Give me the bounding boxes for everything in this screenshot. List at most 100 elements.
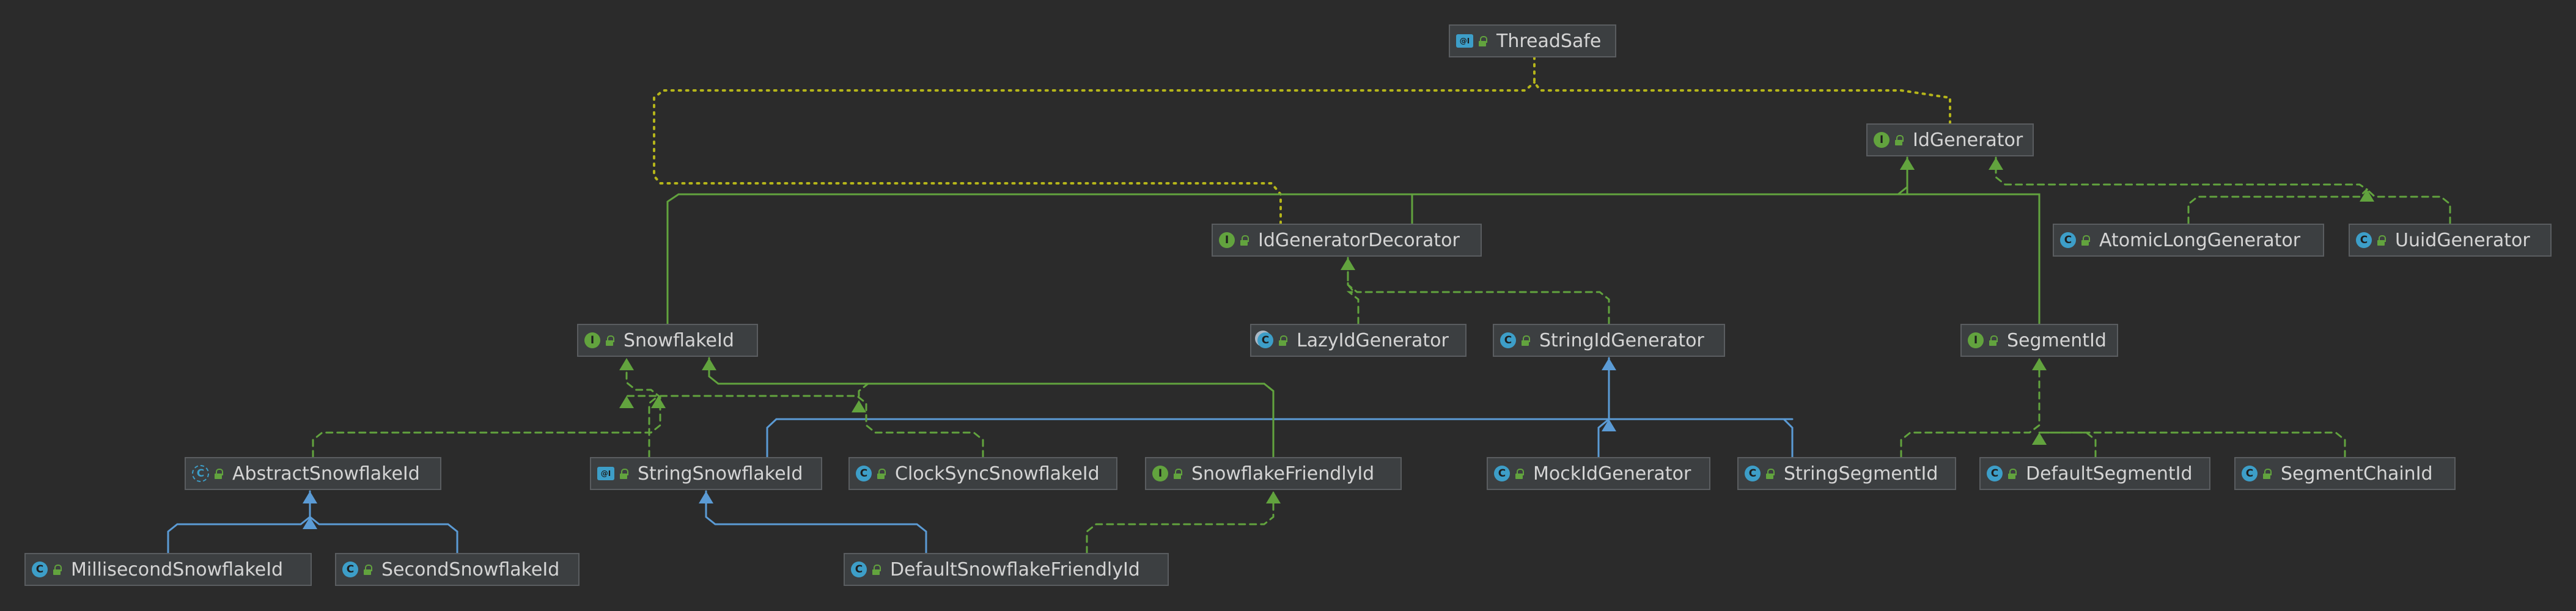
class-node-abstract-snowflake-id[interactable]: C AbstractSnowflakeId [185, 457, 441, 490]
class-node-clock-sync-snowflake-id[interactable]: C ClockSyncSnowflakeId [848, 457, 1117, 490]
class-node-label: DefaultSegmentId [2026, 463, 2193, 485]
class-node-label: StringIdGenerator [1539, 329, 1704, 351]
edge-implements [2360, 188, 2451, 225]
class-node-label: ClockSyncSnowflakeId [895, 463, 1100, 485]
interface-icon: I [1968, 332, 1984, 348]
class-node-label: SecondSnowflakeId [381, 558, 560, 580]
edge-line [1900, 357, 2041, 458]
class-node-label: StringSegmentId [1784, 463, 1938, 485]
public-lock-icon [2006, 467, 2018, 480]
public-lock-icon [1514, 467, 1526, 480]
inheritance-arrowhead [702, 358, 716, 370]
class-node-atomic-long-generator[interactable]: C AtomicLongGenerator [2053, 224, 2324, 257]
inheritance-arrowhead [1900, 158, 1915, 170]
edge-extends [702, 357, 1275, 458]
interface-icon: I [584, 332, 600, 348]
public-lock-icon [362, 563, 374, 576]
class-icon: C [2356, 232, 2372, 248]
edge-implements [312, 357, 661, 458]
class-node-string-segment-id[interactable]: C StringSegmentId [1737, 457, 1956, 490]
edge-line [858, 382, 1275, 458]
class-icon: C [1500, 332, 1516, 348]
class-node-label: MillisecondSnowflakeId [71, 558, 284, 580]
class-node-label: IdGenerator [1913, 129, 2023, 151]
class-node-label: SnowflakeFriendlyId [1191, 463, 1375, 485]
class-node-lazy-id-generator[interactable]: C LazyIdGenerator [1250, 324, 1466, 357]
class-node-segment-id[interactable]: I SegmentId [1960, 324, 2118, 357]
edge-line [1411, 156, 1908, 225]
edge-line [309, 516, 458, 554]
class-icon: C [1257, 332, 1273, 348]
class-node-snowflake-friendly-id[interactable]: I SnowflakeFriendlyId [1145, 457, 1402, 490]
edge-line [1347, 257, 1610, 325]
edge-line [2366, 188, 2451, 225]
public-lock-icon [1893, 134, 1905, 146]
public-lock-icon [1520, 334, 1532, 346]
edge-implements [1989, 156, 2369, 225]
class-node-label: AtomicLongGenerator [2099, 229, 2301, 251]
edge-line [2038, 431, 2097, 458]
edge-line [1086, 490, 1275, 554]
edge-line [1906, 156, 2041, 325]
edge-implements [1086, 490, 1281, 554]
public-lock-icon [213, 467, 225, 480]
edge-extends [1411, 156, 1915, 225]
annotation-icon: @I [1456, 34, 1473, 48]
edge-line [708, 357, 1275, 458]
edge-line [625, 395, 984, 458]
class-node-snowflake-id[interactable]: I SnowflakeId [577, 324, 758, 357]
inheritance-arrowhead [1266, 491, 1281, 503]
edge-implements [648, 395, 666, 458]
edge-line [1346, 257, 1360, 325]
class-icon: C [2242, 466, 2258, 481]
abstract-class-icon: C [192, 465, 209, 482]
edge-annotated [1533, 56, 1951, 125]
inheritance-arrowhead [852, 400, 866, 412]
edge-annotated [653, 81, 1536, 225]
class-node-string-id-generator[interactable]: C StringIdGenerator [1493, 324, 1725, 357]
edge-line [167, 490, 311, 554]
class-icon: C [1745, 466, 1761, 481]
class-node-second-snowflake-id[interactable]: C SecondSnowflakeId [335, 553, 580, 586]
class-icon: C [856, 466, 872, 481]
class-node-label: SegmentId [2007, 329, 2107, 351]
inheritance-arrowhead [2032, 433, 2047, 445]
public-lock-icon [604, 334, 616, 346]
class-icon: C [851, 562, 867, 577]
inheritance-arrowhead [1989, 158, 2003, 170]
public-lock-icon [1277, 334, 1289, 346]
class-icon: C [2060, 232, 2076, 248]
class-node-label: MockIdGenerator [1533, 463, 1691, 485]
inheritance-arrowhead [1341, 258, 1355, 270]
public-lock-icon [1987, 334, 2000, 346]
class-node-default-snowflake-friendly-id[interactable]: C DefaultSnowflakeFriendlyId [844, 553, 1169, 586]
inheritance-arrowhead [651, 396, 666, 408]
inheritance-arrowhead [2032, 358, 2047, 370]
interface-icon: I [1874, 132, 1890, 148]
class-node-label: LazyIdGenerator [1297, 329, 1449, 351]
public-lock-icon [2080, 234, 2092, 246]
class-node-label: DefaultSnowflakeFriendlyId [890, 558, 1140, 580]
edge-class-extends [167, 490, 317, 554]
edge-class-extends [1602, 418, 1794, 431]
interface-icon: I [1152, 466, 1168, 481]
inheritance-arrowhead [303, 491, 317, 503]
edge-implements [1341, 257, 1610, 325]
interface-icon: I [1219, 232, 1235, 248]
class-node-label: AbstractSnowflakeId [232, 463, 420, 485]
class-icon: C [342, 562, 358, 577]
class-node-label: SnowflakeId [624, 329, 734, 351]
edge-implements [852, 382, 1275, 458]
edge-extends [1900, 156, 2041, 325]
class-node-id-generator[interactable]: I IdGenerator [1866, 123, 2034, 156]
